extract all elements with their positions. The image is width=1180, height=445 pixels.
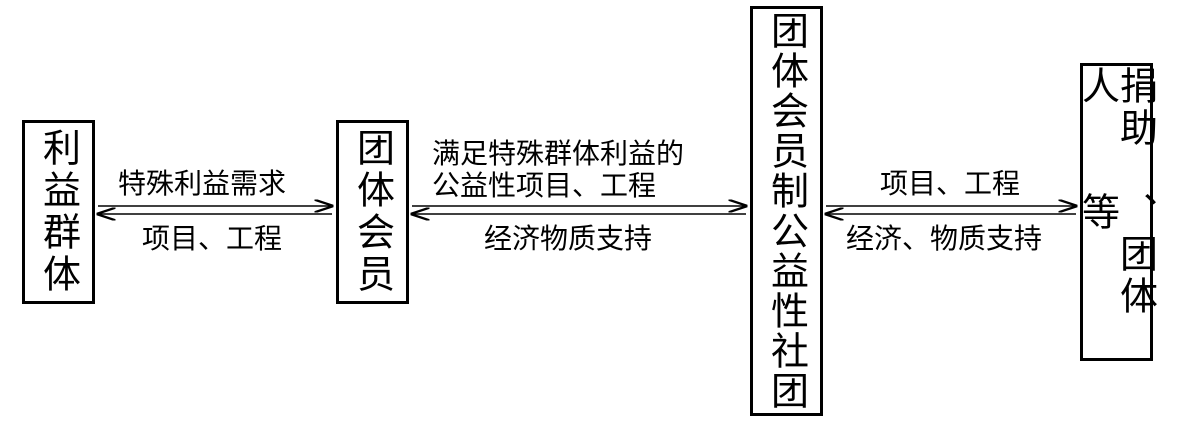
interest-group-box: 利益群体 (22, 120, 95, 304)
edge1-bottom-label: 项目、工程 (142, 222, 283, 255)
edge2-top-label-line1: 满足特殊群体利益的 (432, 137, 685, 170)
org-box: 团体会员制公益性社团 (750, 6, 823, 416)
donor-label-col2: 、团体等 (1075, 192, 1158, 319)
org-label: 团体会员制公益性社团 (764, 11, 809, 411)
member-label: 团体会员 (350, 128, 395, 296)
edge3-bottom-label: 经济、物质支持 (846, 222, 1043, 255)
edge3-top-label: 项目、工程 (880, 167, 1021, 200)
donor-label-col1: 捐助人 (1075, 66, 1158, 150)
member-box: 团体会员 (336, 120, 409, 304)
interest-group-label: 利益群体 (36, 128, 81, 296)
donor-box: 捐助人 、团体等 (1075, 63, 1158, 361)
edge2-bottom-label: 经济物质支持 (484, 222, 653, 255)
edge1-top-label: 特殊利益需求 (118, 167, 287, 200)
edge2-top-label-line2: 公益性项目、工程 (432, 169, 657, 202)
